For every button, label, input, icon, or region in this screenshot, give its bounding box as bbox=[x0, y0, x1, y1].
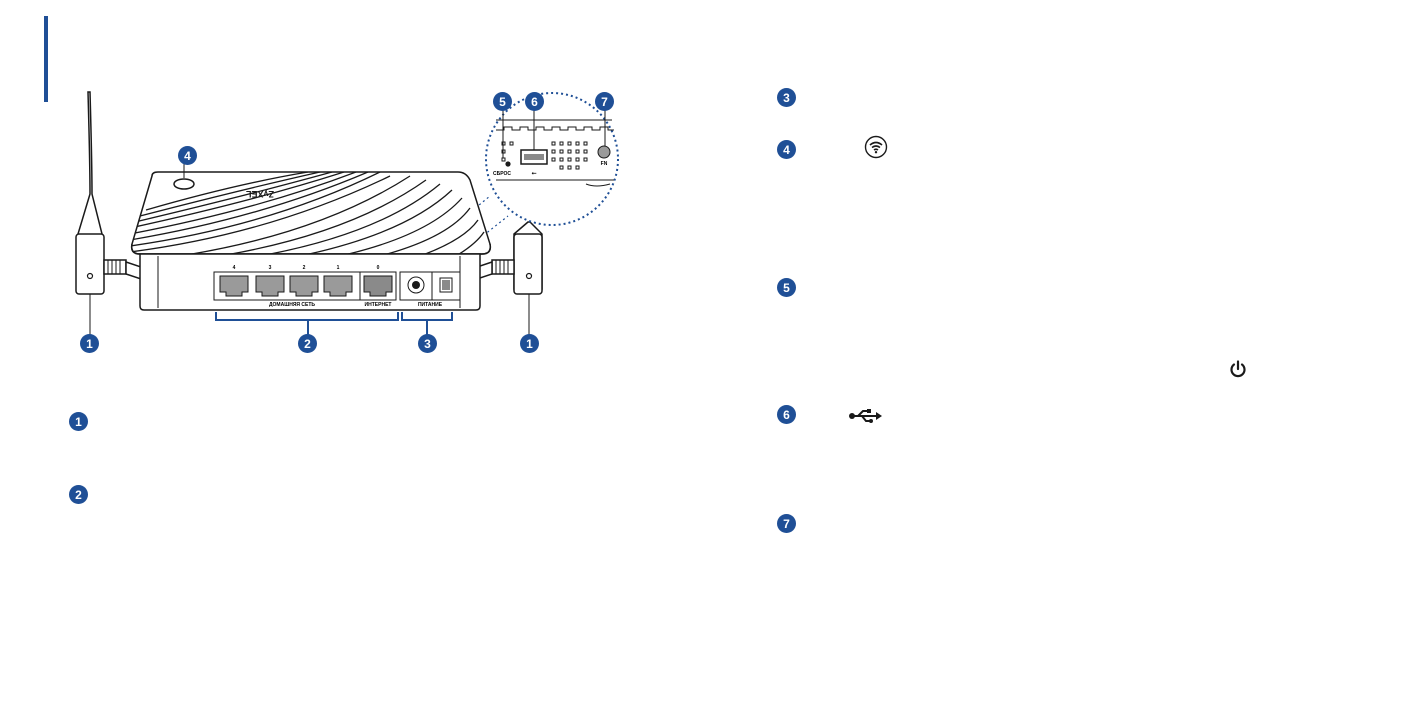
lan-ports-label: ДОМАШНЯЯ СЕТЬ bbox=[269, 302, 315, 308]
marker-5-reset: 5 bbox=[493, 92, 512, 111]
port-number-3: 3 bbox=[269, 265, 272, 271]
usb-icon bbox=[848, 408, 882, 424]
reset-label: СБРОС bbox=[493, 171, 511, 177]
power-button bbox=[439, 277, 453, 293]
fn-button bbox=[597, 145, 611, 159]
legend-marker-4: 4 bbox=[777, 140, 796, 159]
legend-marker-6: 6 bbox=[777, 405, 796, 424]
port-number-2: 2 bbox=[303, 265, 306, 271]
router-top: ZyXEL bbox=[130, 171, 492, 255]
router-rear-panel: 4 3 2 1 0 bbox=[139, 253, 481, 311]
marker-7-fn: 7 bbox=[595, 92, 614, 111]
power-icon bbox=[1228, 359, 1248, 379]
bracket-3 bbox=[401, 312, 453, 336]
bracket-2 bbox=[215, 312, 399, 336]
lan-port-3 bbox=[255, 275, 285, 297]
legend-marker-2: 2 bbox=[69, 485, 88, 504]
power-jack bbox=[407, 276, 425, 294]
wan-port-0 bbox=[363, 275, 393, 297]
fn-label: FN bbox=[601, 161, 608, 167]
lan-port-4 bbox=[219, 275, 249, 297]
zoom-detail-circle: СБРОС ⭠ FN bbox=[485, 92, 619, 226]
antenna-left bbox=[75, 91, 145, 295]
port-number-0: 0 bbox=[377, 265, 380, 271]
router-brand-logo: ZyXEL bbox=[245, 189, 274, 199]
marker-3-power: 3 bbox=[418, 334, 437, 353]
port-number-1: 1 bbox=[337, 265, 340, 271]
lan-port-2 bbox=[289, 275, 319, 297]
header-accent-bar bbox=[44, 16, 48, 102]
reset-hole bbox=[505, 161, 511, 167]
router-illustration: ZyXEL 4 3 2 1 0 bbox=[60, 84, 660, 384]
wifi-button-icon bbox=[864, 135, 888, 159]
marker-6-usb: 6 bbox=[525, 92, 544, 111]
usb-port-mark: ⭠ bbox=[532, 171, 537, 177]
legend-marker-3: 3 bbox=[777, 88, 796, 107]
marker-2-lan-ports: 2 bbox=[298, 334, 317, 353]
legend-marker-7: 7 bbox=[777, 514, 796, 533]
marker-1-left-antenna: 1 bbox=[80, 334, 99, 353]
router-drawing: ZyXEL 4 3 2 1 0 bbox=[75, 91, 619, 336]
zoom-leader-top bbox=[455, 195, 491, 225]
port-number-4: 4 bbox=[233, 265, 236, 271]
legend-marker-5: 5 bbox=[777, 278, 796, 297]
power-label: ПИТАНИЕ bbox=[418, 302, 443, 308]
marker-1-right-antenna: 1 bbox=[520, 334, 539, 353]
lan-port-1 bbox=[323, 275, 353, 297]
wan-port-label: ИНТЕРНЕТ bbox=[365, 302, 392, 308]
legend-marker-1: 1 bbox=[69, 412, 88, 431]
marker-4-wifi-button: 4 bbox=[178, 146, 197, 165]
